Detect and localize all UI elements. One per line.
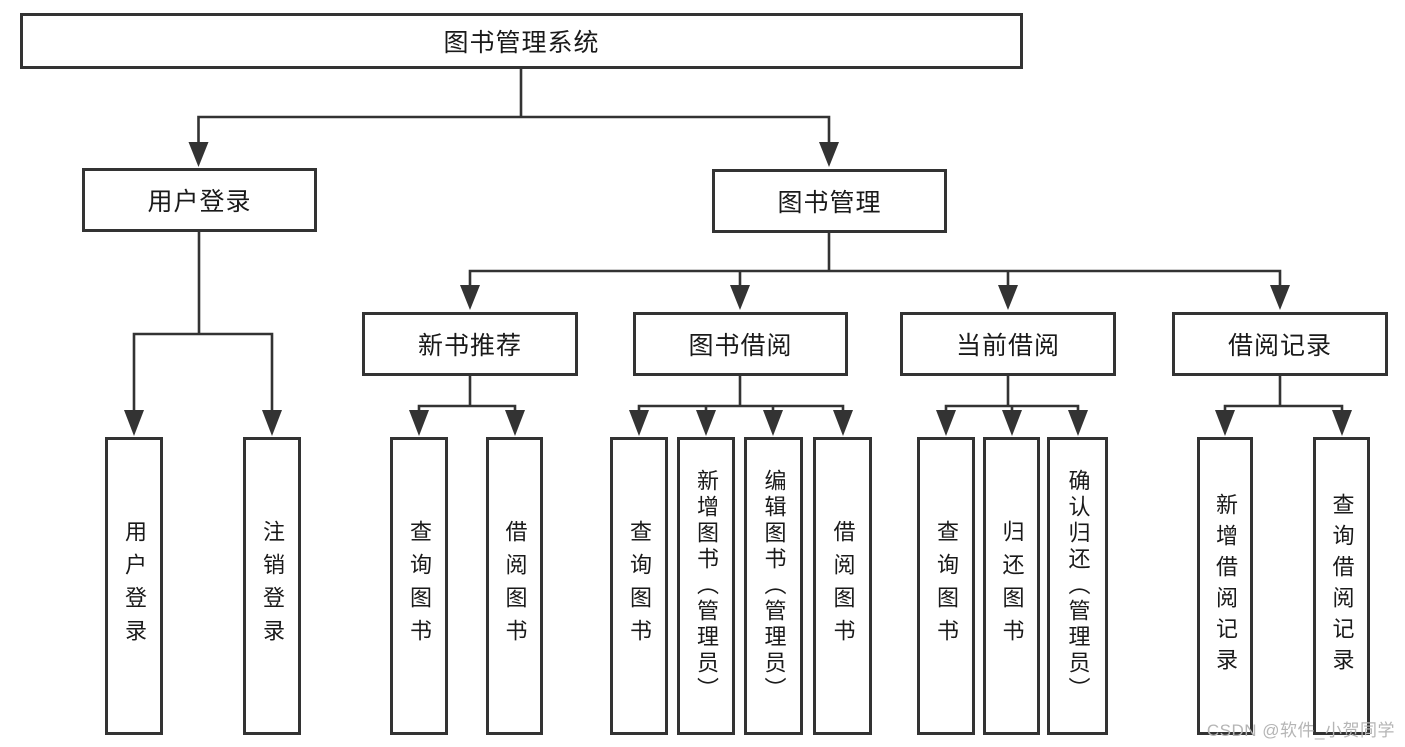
leaf-cb-query-books: 查询图书 — [917, 437, 975, 735]
leaf-user-login: 用户登录 — [105, 437, 163, 735]
arrowhead-leaf-cb-query — [936, 410, 956, 436]
node-book-management: 图书管理 — [712, 169, 947, 233]
leaf-nbr-borrow-books-label: 借阅图书 — [502, 520, 528, 652]
arrowhead-user-login — [188, 142, 209, 167]
node-borrow-records: 借阅记录 — [1172, 312, 1388, 376]
connector-level2-branch — [197, 115, 831, 144]
connector-new-book-recommend-branch — [417, 404, 517, 412]
node-user-login: 用户登录 — [82, 168, 317, 232]
connector-book-borrow-branch — [637, 404, 845, 412]
arrowhead-leaf-cb-confirm — [1068, 410, 1088, 436]
arrowhead-new-book-recommend — [460, 285, 480, 310]
leaf-bb-borrow-books: 借阅图书 — [813, 437, 872, 735]
node-book-borrow: 图书借阅 — [633, 312, 848, 376]
leaf-cb-confirm-return-admin: 确认归还（管理员） — [1047, 437, 1108, 735]
leaf-br-add-record-label: 新增借阅记录 — [1213, 493, 1238, 679]
node-root: 图书管理系统 — [20, 13, 1023, 69]
leaf-logout: 注销登录 — [243, 437, 301, 735]
node-book-management-label: 图书管理 — [777, 189, 882, 217]
leaf-br-query-record: 查询借阅记录 — [1313, 437, 1370, 735]
node-new-book-recommend: 新书推荐 — [362, 312, 578, 376]
arrowhead-borrow-records — [1270, 285, 1290, 310]
connector-user-login-branch — [132, 332, 274, 412]
arrowhead-leaf-cb-return — [1002, 410, 1022, 436]
connector-current-borrow-branch — [944, 404, 1080, 412]
csdn-watermark: CSDN @软件_小贺同学 — [1206, 721, 1395, 740]
node-current-borrow: 当前借阅 — [900, 312, 1116, 376]
leaf-nbr-borrow-books: 借阅图书 — [486, 437, 543, 735]
arrowhead-leaf-nbr-query — [409, 410, 429, 436]
leaf-cb-query-books-label: 查询图书 — [934, 520, 959, 652]
node-new-book-recommend-label: 新书推荐 — [417, 332, 522, 360]
leaf-bb-edit-books-admin: 编辑图书（管理员） — [744, 437, 803, 735]
leaf-bb-query-books-label: 查询图书 — [627, 520, 652, 652]
node-current-borrow-label: 当前借阅 — [955, 332, 1060, 360]
leaf-nbr-query-books-label: 查询图书 — [407, 520, 432, 652]
node-borrow-records-label: 借阅记录 — [1227, 332, 1332, 360]
arrowhead-current-borrow — [998, 285, 1018, 310]
arrowhead-leaf-bb-query — [629, 410, 649, 436]
leaf-bb-query-books: 查询图书 — [610, 437, 668, 735]
node-user-login-label: 用户登录 — [147, 188, 252, 216]
arrowhead-book-borrow — [730, 285, 750, 310]
arrowhead-leaf-user-login — [124, 410, 144, 436]
leaf-br-query-record-label: 查询借阅记录 — [1329, 493, 1355, 679]
node-book-borrow-label: 图书借阅 — [688, 332, 793, 360]
leaf-cb-return-books: 归还图书 — [983, 437, 1040, 735]
node-root-label: 图书管理系统 — [443, 29, 600, 57]
leaf-logout-label: 注销登录 — [260, 520, 285, 652]
arrowhead-leaf-bb-borrow — [833, 410, 853, 436]
connector-borrow-records-branch — [1223, 404, 1344, 412]
leaf-bb-add-books-admin-label: 新增图书（管理员） — [694, 469, 719, 703]
leaf-nbr-query-books: 查询图书 — [390, 437, 448, 735]
arrowhead-leaf-br-query — [1332, 410, 1352, 436]
leaf-br-add-record: 新增借阅记录 — [1197, 437, 1253, 735]
arrowhead-leaf-br-add — [1215, 410, 1235, 436]
arrowhead-leaf-nbr-borrow — [505, 410, 525, 436]
arrowhead-book-management — [819, 142, 839, 167]
arrowhead-leaf-bb-edit — [763, 410, 783, 436]
leaf-cb-confirm-return-admin-label: 确认归还（管理员） — [1065, 469, 1091, 703]
leaf-bb-edit-books-admin-label: 编辑图书（管理员） — [761, 469, 787, 703]
leaf-cb-return-books-label: 归还图书 — [999, 520, 1025, 652]
leaf-bb-add-books-admin: 新增图书（管理员） — [677, 437, 735, 735]
arrowhead-leaf-logout — [262, 410, 282, 436]
arrowhead-leaf-bb-add — [696, 410, 716, 436]
connector-level3-branch — [468, 269, 1282, 287]
leaf-bb-borrow-books-label: 借阅图书 — [830, 520, 856, 652]
leaf-user-login-label: 用户登录 — [122, 520, 147, 652]
